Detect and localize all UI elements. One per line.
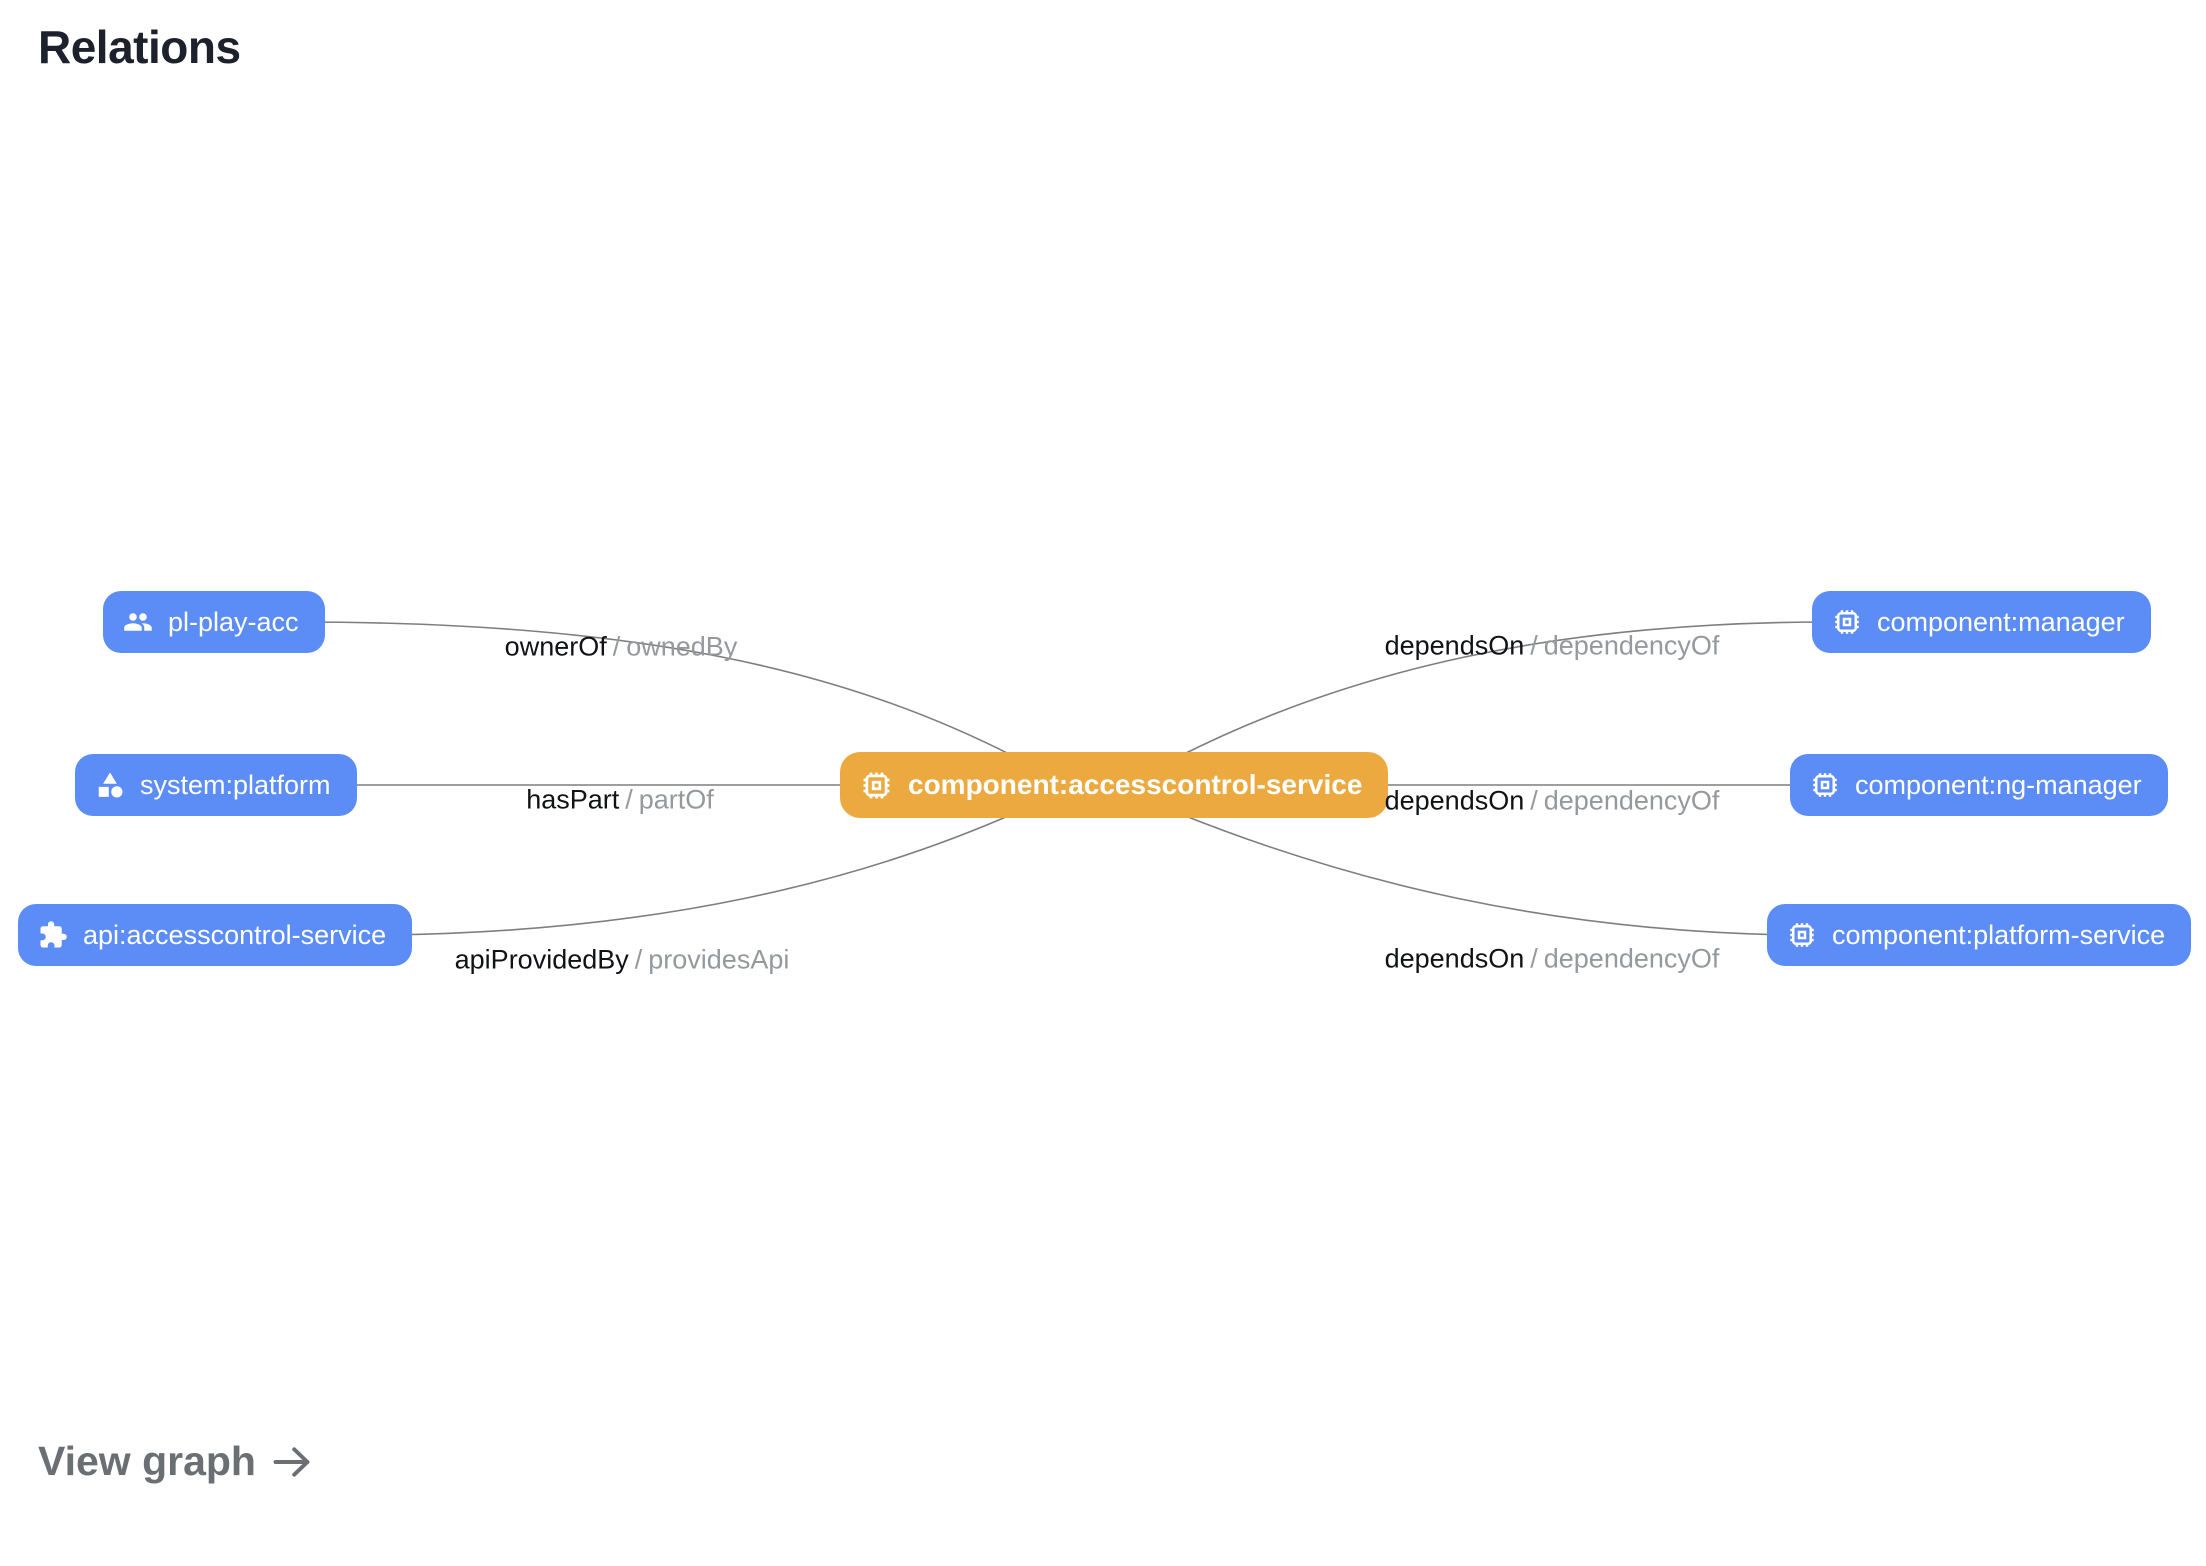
entity-node-system-platform[interactable]: system:platform (75, 754, 357, 816)
arrow-right-icon (270, 1440, 314, 1484)
edge-ownerof (299, 621, 1016, 758)
relation-forward: apiProvidedBy (454, 944, 629, 975)
entity-node-component-ng-manager[interactable]: component:ng-manager (1790, 754, 2168, 816)
entity-node-pl-play-acc[interactable]: pl-play-acc (103, 591, 325, 653)
edge-label-dependson-2: dependsOn/dependencyOf (1385, 786, 1720, 817)
entity-node-api-accesscontrol-service[interactable]: api:accesscontrol-service (18, 904, 413, 966)
chip-icon (1787, 920, 1817, 950)
chip-icon (860, 769, 893, 802)
relation-separator: / (634, 944, 643, 975)
relation-reverse: ownedBy (626, 631, 738, 662)
relation-separator: / (1530, 630, 1538, 661)
entity-node-label: component:platform-service (1832, 919, 2166, 950)
page-title: Relations (38, 21, 241, 73)
chip-icon (1810, 770, 1840, 800)
relation-forward: dependsOn (1384, 630, 1525, 661)
entity-node-label: component:manager (1877, 606, 2125, 637)
edge-dependson-1 (1177, 621, 1831, 758)
relation-reverse: dependencyOf (1543, 630, 1720, 661)
relation-reverse: partOf (638, 784, 714, 815)
entity-node-label: api:accesscontrol-service (83, 919, 387, 950)
relation-separator: / (612, 631, 621, 662)
edge-label-apiprovidedby-providesapi: apiProvidedBy/providesApi (455, 945, 790, 976)
chip-icon (1832, 607, 1862, 637)
edge-label-haspart-partof: hasPart/partOf (526, 785, 714, 816)
relation-separator: / (625, 784, 633, 815)
relation-separator: / (1530, 785, 1538, 816)
relation-forward: ownerOf (504, 631, 607, 662)
entity-node-label: component:accesscontrol-service (908, 769, 1363, 800)
edge-apiprovidedby (389, 812, 1016, 936)
relation-reverse: providesApi (648, 944, 790, 975)
puzzle-icon (38, 920, 68, 950)
relation-forward: dependsOn (1384, 943, 1525, 974)
entity-node-component-platform-service[interactable]: component:platform-service (1767, 904, 2192, 966)
entity-node-component-accesscontrol-service[interactable]: component:accesscontrol-service (840, 752, 1389, 818)
edge-label-dependson-3: dependsOn/dependencyOf (1385, 944, 1720, 975)
view-graph-label: View graph (38, 1438, 256, 1484)
relation-separator: / (1530, 943, 1538, 974)
relation-reverse: dependencyOf (1543, 785, 1720, 816)
view-graph-link[interactable]: View graph (38, 1438, 314, 1485)
relation-forward: dependsOn (1384, 785, 1525, 816)
edge-dependson-3 (1177, 812, 1791, 936)
entity-node-label: component:ng-manager (1855, 769, 2142, 800)
group-icon (123, 607, 153, 637)
category-icon (95, 770, 125, 800)
edge-label-ownerof-ownedby: ownerOf/ownedBy (505, 632, 738, 663)
relation-forward: hasPart (526, 784, 620, 815)
entity-node-component-manager[interactable]: component:manager (1812, 591, 2151, 653)
edge-label-dependson-1: dependsOn/dependencyOf (1385, 631, 1720, 662)
entity-node-label: system:platform (140, 769, 331, 800)
relation-reverse: dependencyOf (1543, 943, 1720, 974)
entity-node-label: pl-play-acc (168, 606, 299, 637)
